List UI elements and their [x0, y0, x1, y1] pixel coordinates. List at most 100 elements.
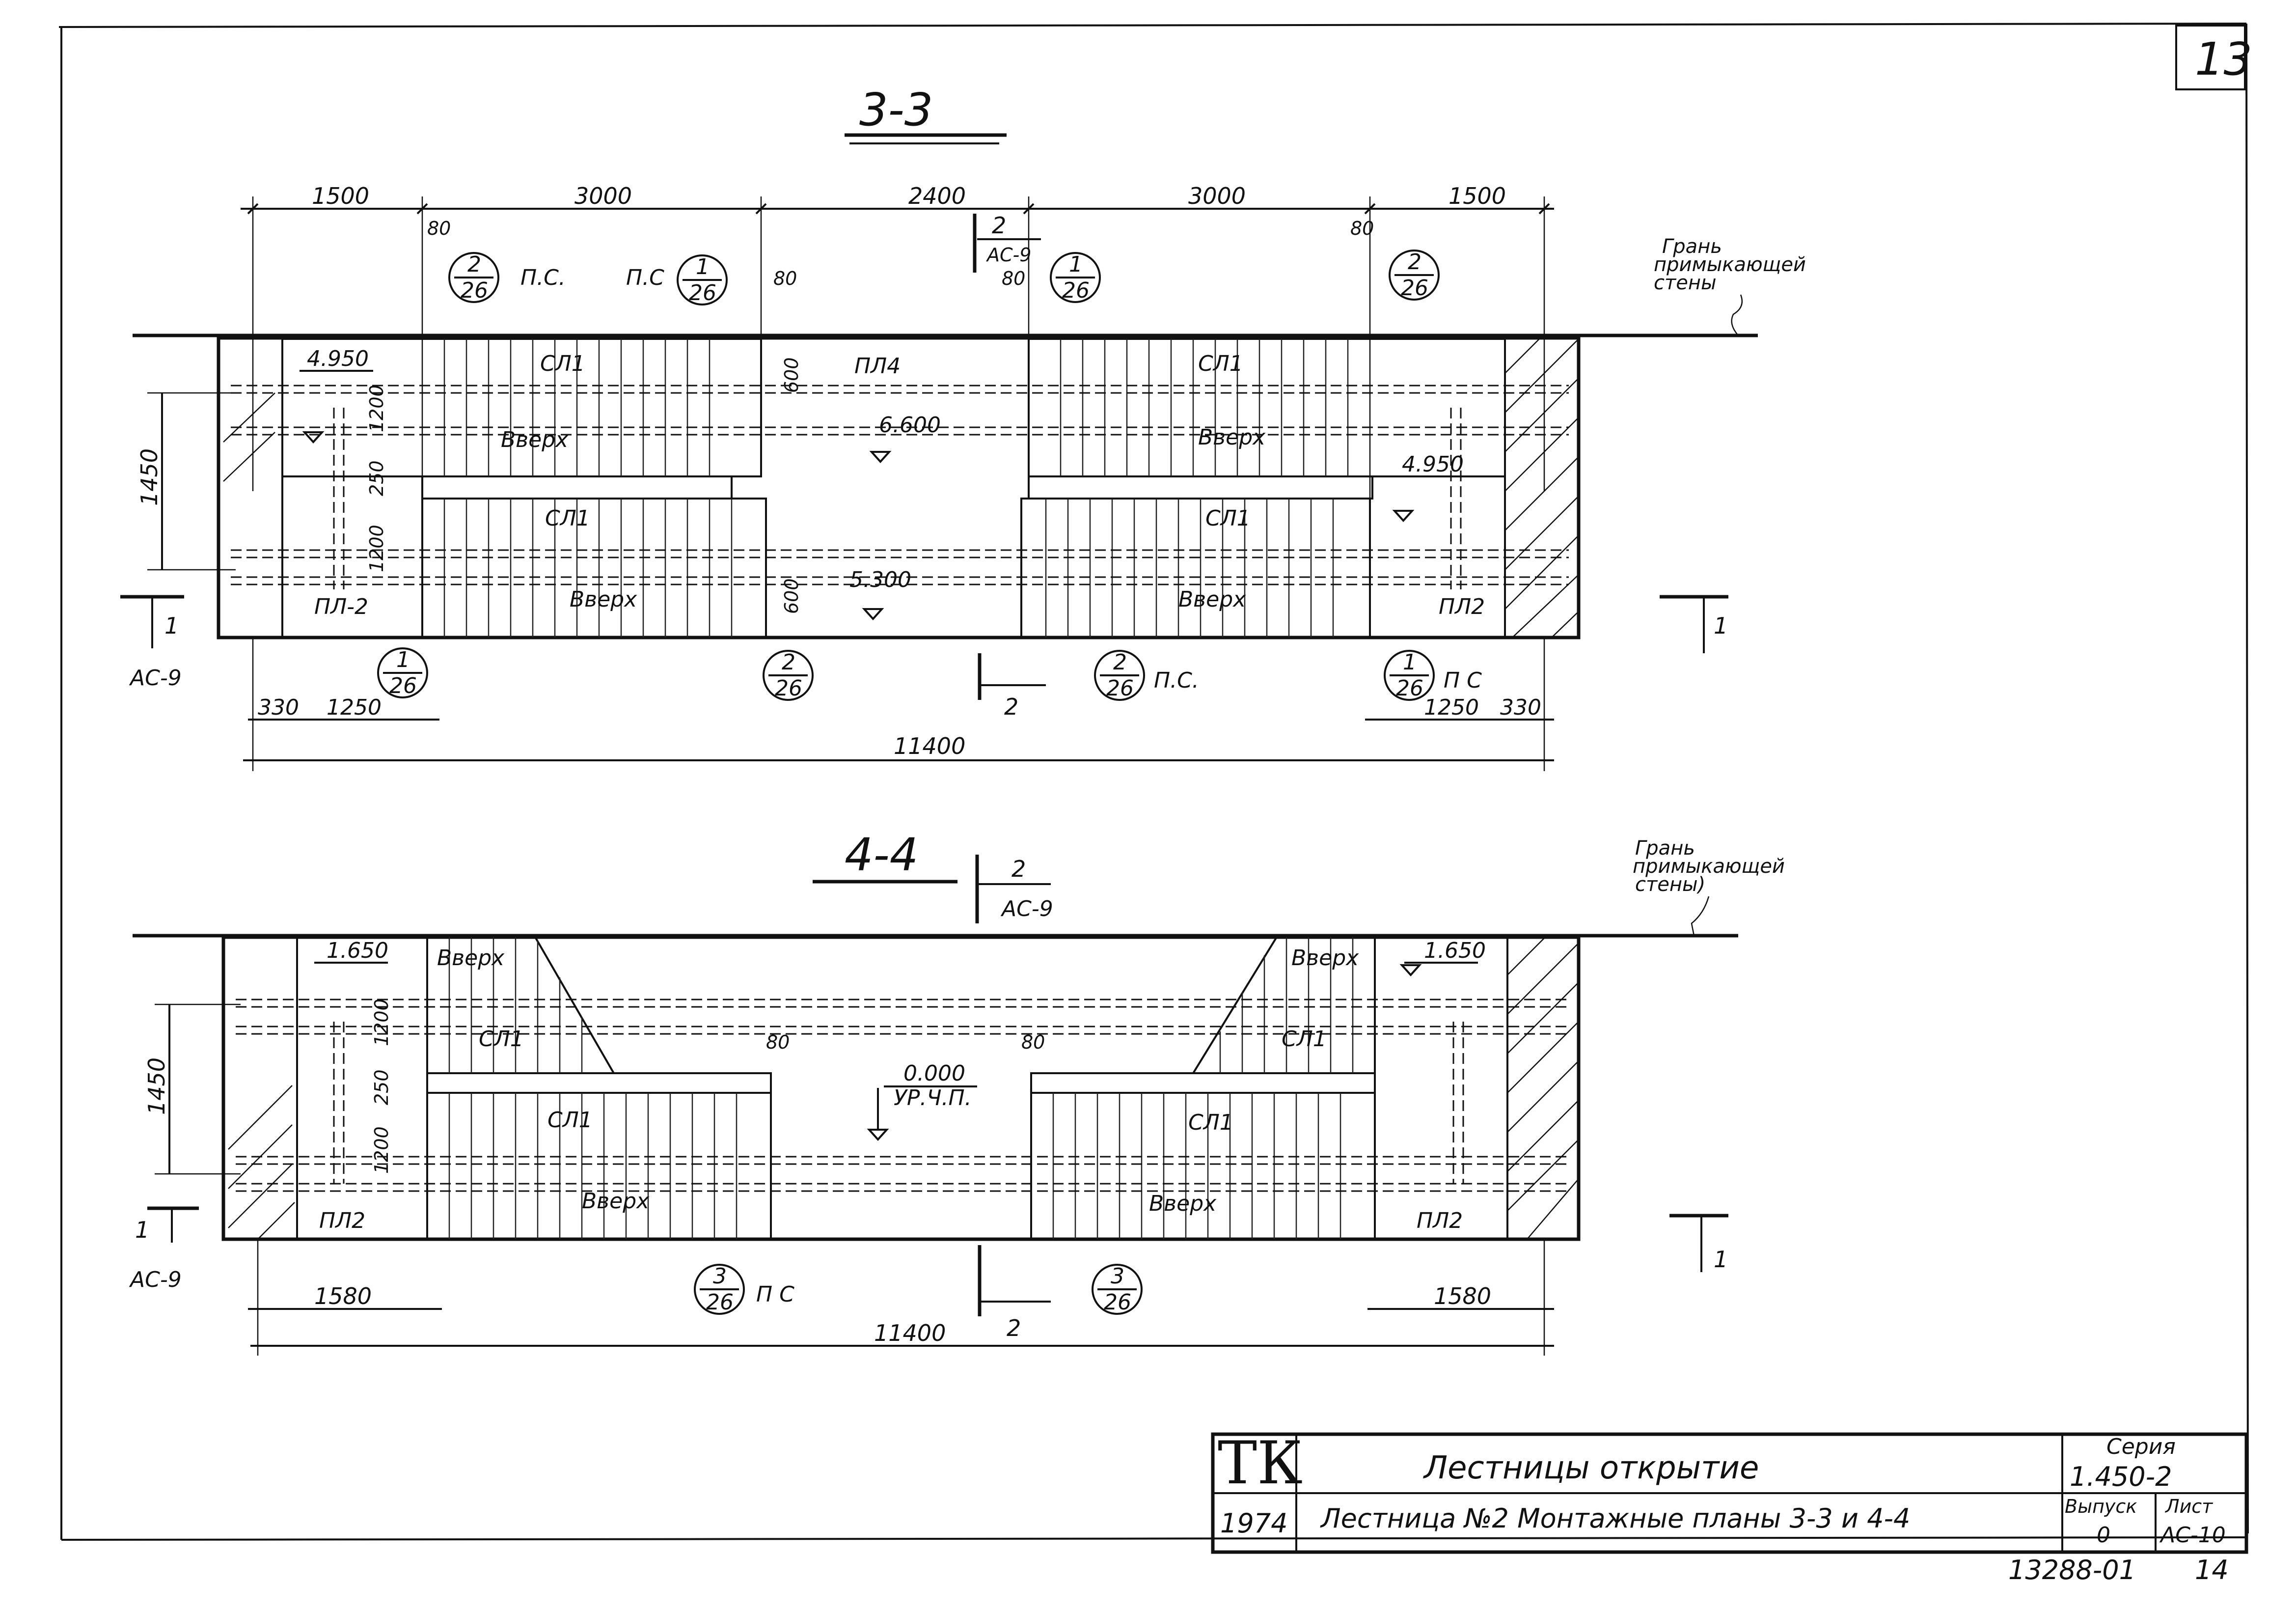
svg-text:26: 26 — [1062, 278, 1090, 303]
series-value: 1.450-2 — [2070, 1461, 2172, 1492]
cut-2-top: 2 АС-9 — [973, 212, 1041, 273]
callout-bot-4: 1 26 П С — [1384, 650, 1482, 701]
svg-text:1450: 1450 — [136, 448, 163, 506]
label-up-44-ul: Вверх — [437, 945, 505, 971]
svg-text:1: 1 — [1069, 252, 1083, 277]
svg-text:1450: 1450 — [143, 1057, 170, 1115]
series-label: Серия — [2106, 1434, 2176, 1459]
svg-text:600: 600 — [781, 578, 802, 614]
svg-text:1580: 1580 — [314, 1283, 372, 1309]
svg-text:80: 80 — [1021, 1031, 1045, 1053]
callout-44-2: 3 26 — [1092, 1264, 1143, 1315]
svg-text:26: 26 — [1104, 1290, 1131, 1315]
year: 1974 — [1220, 1508, 1287, 1539]
svg-text:2: 2 — [782, 650, 795, 675]
svg-text:2: 2 — [467, 252, 481, 277]
step-lines-33 — [443, 339, 1349, 638]
callout-bot-1: 1 26 — [377, 647, 428, 698]
svg-text:П.С.: П.С. — [1154, 668, 1199, 693]
svg-text:26: 26 — [775, 676, 802, 701]
svg-text:1: 1 — [1714, 1246, 1728, 1273]
callout-top-1: 2 26 П.С. — [448, 252, 566, 303]
svg-text:1250: 1250 — [1424, 695, 1479, 720]
bottom-code: 13288-01 — [2008, 1555, 2136, 1585]
svg-text:1: 1 — [396, 647, 410, 672]
wall-hatch-right-33 — [1504, 337, 1579, 638]
dim-bottom-33: 330 1250 1250 330 11400 — [243, 639, 1554, 771]
section-3-3-title: 3-3 — [859, 83, 933, 136]
callout-bot-2: 2 26 — [763, 650, 814, 701]
sheet-frame — [58, 23, 2249, 1541]
label-sl1-44-ul: СЛ1 — [479, 1027, 524, 1052]
label-sl1-44-ur: СЛ1 — [1282, 1027, 1327, 1052]
dim-3000-left: 3000 — [574, 183, 632, 209]
svg-text:П С: П С — [1444, 668, 1482, 693]
wall-hatch-left-44 — [228, 1085, 295, 1240]
label-up-44-ll: Вверх — [582, 1189, 650, 1214]
dim-80-a: 80 — [427, 218, 451, 239]
cut-1-left-44: 1 АС-9 — [129, 1206, 199, 1292]
svg-text:1: 1 — [1403, 650, 1417, 675]
svg-text:250: 250 — [366, 460, 387, 496]
dim-3000-right: 3000 — [1188, 183, 1246, 209]
label-sl1-ur: СЛ1 — [1198, 351, 1243, 376]
label-sl1-44-ll: СЛ1 — [547, 1108, 593, 1133]
svg-text:80: 80 — [766, 1031, 790, 1053]
wall-hatch-right-44 — [1507, 937, 1579, 1240]
label-sl1-ul: СЛ1 — [540, 351, 585, 376]
svg-text:1200: 1200 — [371, 1126, 392, 1174]
svg-text:250: 250 — [371, 1069, 392, 1105]
callout-44-1: 3 26 П С — [694, 1264, 794, 1315]
svg-text:1200: 1200 — [366, 525, 387, 572]
label-pl4: ПЛ4 — [854, 354, 901, 379]
dim-2400: 2400 — [908, 183, 966, 209]
beams-33 — [231, 385, 1569, 589]
svg-text:1580: 1580 — [1434, 1283, 1491, 1309]
svg-text:1250: 1250 — [327, 695, 382, 720]
svg-text:330: 330 — [1500, 695, 1541, 720]
cut-1-right-44: 1 — [1669, 1214, 1728, 1273]
level-4950: 4.950 — [307, 346, 369, 371]
svg-text:примыкающей: примыкающей — [1654, 253, 1806, 276]
svg-text:2: 2 — [1408, 250, 1421, 275]
svg-text:АС-9: АС-9 — [1000, 896, 1053, 921]
issue-label: Выпуск — [2065, 1496, 2137, 1517]
cut-2-bottom-33: 2 — [978, 653, 1046, 720]
svg-text:2: 2 — [1004, 694, 1018, 720]
svg-text:26: 26 — [706, 1290, 734, 1315]
callout-top-3: 1 26 — [1050, 252, 1101, 303]
dim-chain-top: 1500 3000 2400 3000 1500 80 80 80 80 — [241, 183, 1554, 540]
flight-lower-left — [421, 498, 767, 639]
label-up-ll: Вверх — [570, 587, 637, 612]
svg-text:1: 1 — [1714, 612, 1728, 639]
issue-value: 0 — [2097, 1523, 2110, 1548]
svg-text:3: 3 — [713, 1264, 727, 1289]
svg-text:1200: 1200 — [371, 999, 392, 1046]
drawing-subtitle: Лестница №2 Монтажные планы 3-3 и 4-4 — [1320, 1503, 1910, 1534]
cut-2-bottom-44: 2 — [978, 1245, 1051, 1341]
sheet-label: Лист — [2164, 1496, 2214, 1517]
svg-text:2: 2 — [992, 212, 1006, 239]
svg-text:П.С: П.С — [626, 265, 664, 290]
label-sl1-lr: СЛ1 — [1205, 506, 1251, 531]
level-1650-left: 1.650 — [327, 938, 388, 963]
svg-text:26: 26 — [461, 278, 488, 303]
svg-text:26: 26 — [689, 280, 716, 306]
cut-2-top-44: 2 АС-9 — [975, 855, 1053, 923]
svg-text:26: 26 — [1401, 276, 1428, 301]
dim-80-c: 80 — [1002, 268, 1025, 289]
dim-11400-44: 11400 — [874, 1320, 946, 1346]
title-block: ТК 1974 Лестницы открытие Лестница №2 Мо… — [1211, 1429, 2248, 1554]
svg-text:П С: П С — [756, 1282, 794, 1307]
svg-text:примыкающей: примыкающей — [1633, 855, 1785, 878]
sheet-value: АС-10 — [2159, 1523, 2226, 1548]
sheet-number-box: 13 — [2175, 25, 2252, 90]
callout-top-4: 2 26 — [1389, 250, 1440, 301]
svg-text:стены): стены) — [1635, 873, 1705, 896]
svg-text:Грань: Грань — [1662, 235, 1722, 258]
level-5300: 5.300 — [849, 567, 911, 592]
svg-text:3: 3 — [1111, 1264, 1124, 1289]
dim-1450-44: 1450 — [143, 1003, 241, 1175]
section-4-4: 4-4 2 АС-9 Грань примыкающей стены) — [129, 829, 1785, 1356]
